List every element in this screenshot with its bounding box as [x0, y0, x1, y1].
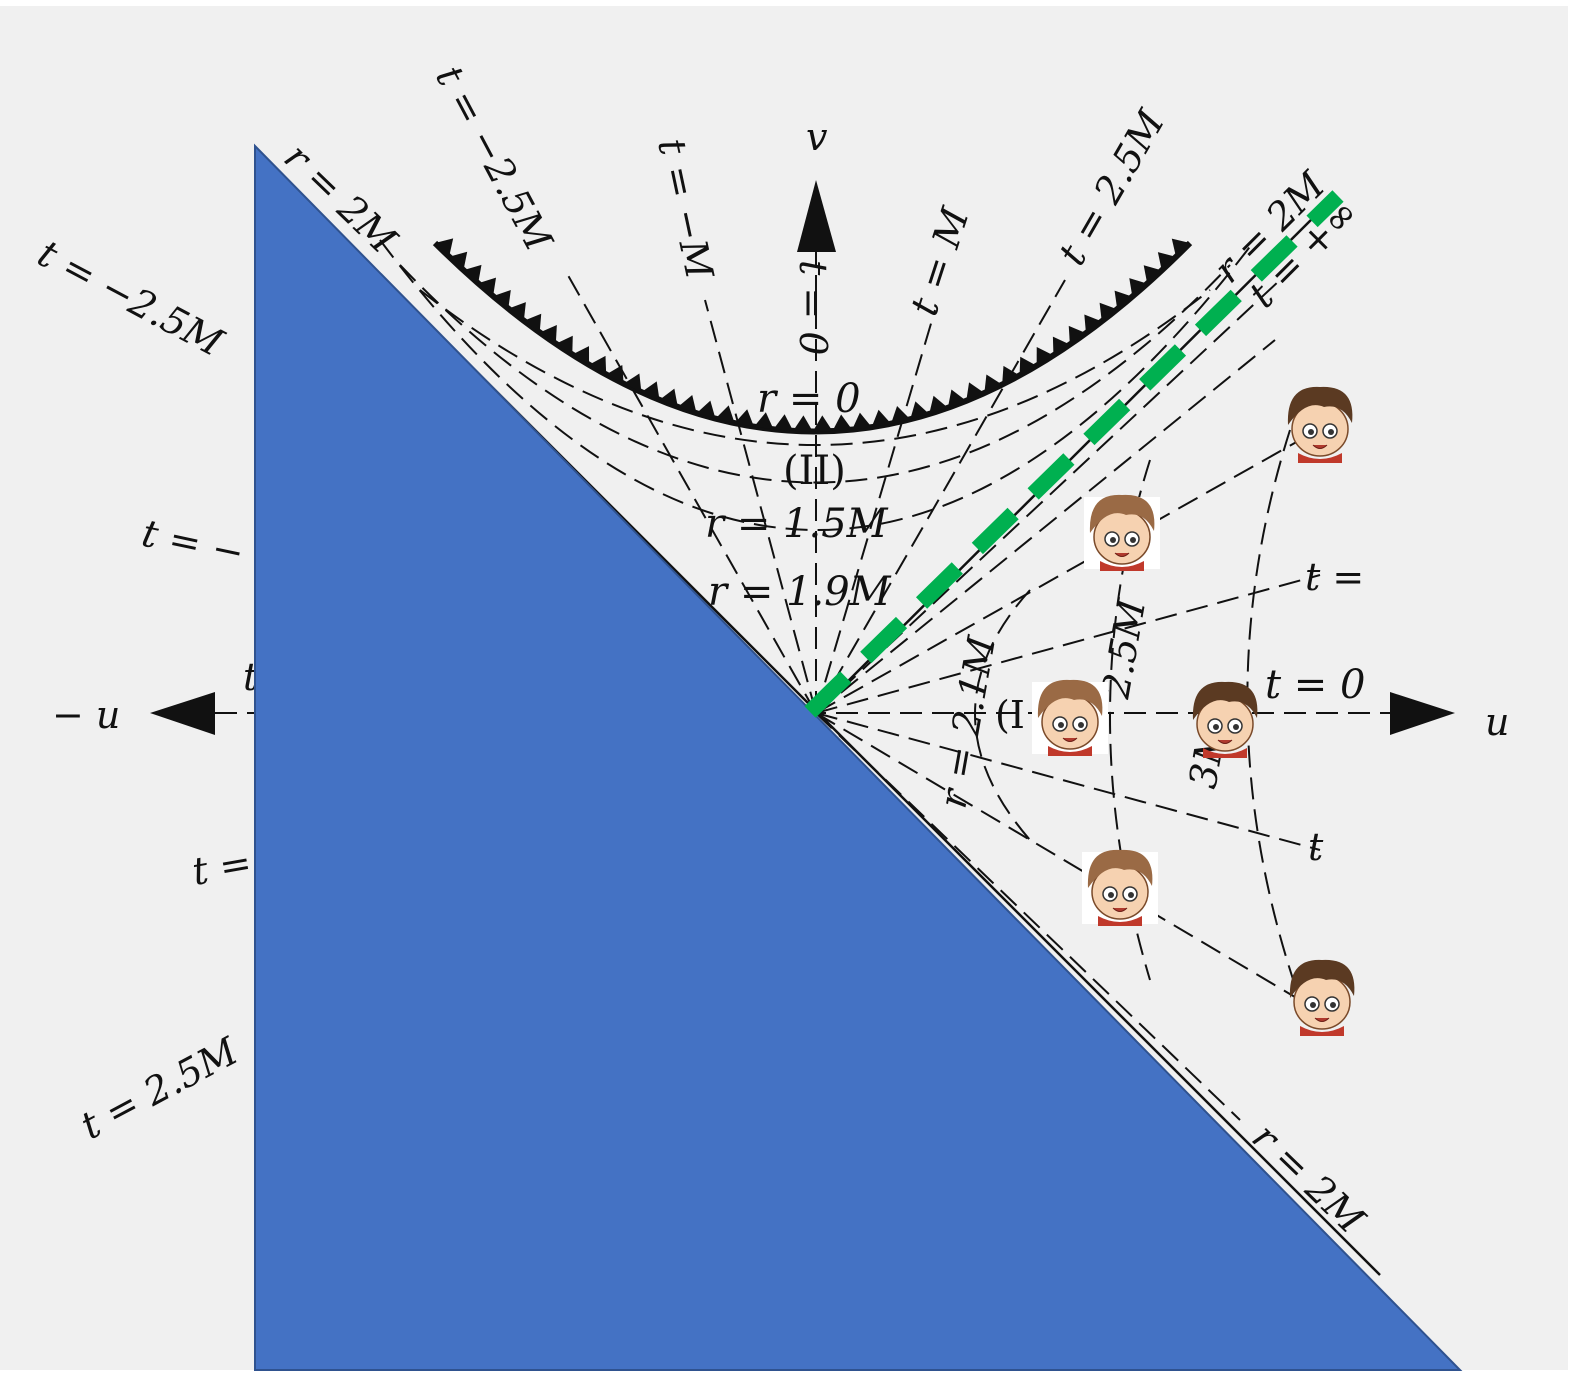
observer-face-icon — [1287, 386, 1353, 463]
singularity-tooth — [1171, 238, 1190, 257]
blue-triangle-overlay — [254, 143, 1463, 1371]
observer-face-icon — [1082, 849, 1158, 926]
observer-group — [1032, 386, 1355, 1036]
observer-face-icon — [1192, 681, 1258, 758]
singularity-tooth — [435, 238, 454, 257]
singularity-tooth — [1157, 252, 1177, 271]
singularity-tooth — [1129, 278, 1148, 297]
singularity-tooth — [677, 395, 697, 414]
right-t-zero-label: t = 0 — [1265, 662, 1365, 708]
right-t-low-label: t — [1308, 825, 1324, 869]
observer-face-icon — [1289, 959, 1355, 1036]
singularity-tooth — [589, 355, 607, 375]
singularity-tooth — [812, 415, 833, 432]
singularity-tooth — [463, 264, 482, 284]
singularity-tooth — [555, 335, 573, 355]
singularity-tooth — [715, 405, 735, 424]
singularity-tooth — [493, 290, 511, 309]
singularity-tooth — [539, 325, 557, 344]
singularity-tooth — [734, 409, 754, 427]
singularity-tooth — [641, 381, 660, 400]
singularity-tooth — [1114, 290, 1133, 310]
green-trajectory-line — [804, 190, 1344, 718]
singularity-tooth — [1002, 365, 1020, 385]
singularity-tooth — [929, 395, 948, 414]
singularity-tooth — [523, 313, 542, 333]
interior-r-label-1: r = 1.5M — [705, 501, 889, 547]
singularity-tooth — [659, 388, 678, 407]
interior-r-extra-curve — [419, 289, 1211, 446]
singularity-tooth — [1143, 265, 1162, 284]
u-axis-arrow-icon — [1390, 692, 1455, 735]
singularity-tooth — [753, 412, 774, 430]
singularity-tooth — [1052, 336, 1070, 356]
v-axis-arrow-icon — [797, 180, 836, 252]
singularity-tooth — [478, 277, 497, 297]
singularity-tooth — [1084, 314, 1102, 334]
left-t-eq-label: t = — [189, 840, 255, 894]
region-II-label: (II) — [783, 448, 846, 494]
right-t-top-label: t = — [1305, 555, 1364, 599]
singularity-tooth — [910, 401, 930, 420]
singularity-tooth — [1019, 356, 1037, 376]
observer-face-icon — [1032, 679, 1108, 756]
interior-r-1-5M-curve — [399, 264, 1231, 484]
singularity-tooth — [773, 414, 794, 431]
singularity-tooth — [984, 374, 1003, 394]
exterior-r-2-1M-curve — [974, 589, 1031, 841]
singularity-tooth — [606, 364, 624, 384]
singularity-tooth — [1068, 325, 1086, 345]
singularity-tooth — [623, 373, 642, 393]
singularity-tooth — [572, 346, 590, 365]
singularity-tooth — [449, 251, 468, 271]
interior-r-label-2: r = 1.9M — [708, 569, 892, 615]
singularity-tooth — [947, 389, 967, 408]
singularity-tooth — [696, 400, 716, 419]
singularity-tooth — [793, 415, 813, 432]
singularity-tooth — [508, 302, 526, 321]
neg-u-axis-label: − u — [52, 693, 120, 737]
observer-face-icon — [1084, 494, 1160, 571]
singularity-tooth — [966, 382, 985, 401]
singularity-teeth — [435, 238, 1190, 432]
singularity-label: r = 0 — [757, 376, 861, 422]
interior-time-rays — [564, 269, 1276, 714]
interior-r-1-9M-curve — [379, 239, 1256, 531]
singularity-tooth — [891, 406, 911, 424]
t-zero-v-label: t = 0 — [791, 260, 835, 355]
singularity-tooth — [852, 412, 872, 430]
u-axis-label: u — [1485, 700, 1509, 744]
neg-u-axis-arrow-icon — [150, 692, 215, 735]
v-axis-label: v — [806, 115, 828, 159]
singularity-tooth — [832, 414, 853, 432]
singularity-tooth — [1036, 346, 1054, 366]
singularity-tooth — [1099, 302, 1118, 322]
singularity-tooth — [871, 409, 892, 428]
region-I-label: (I — [995, 693, 1025, 737]
